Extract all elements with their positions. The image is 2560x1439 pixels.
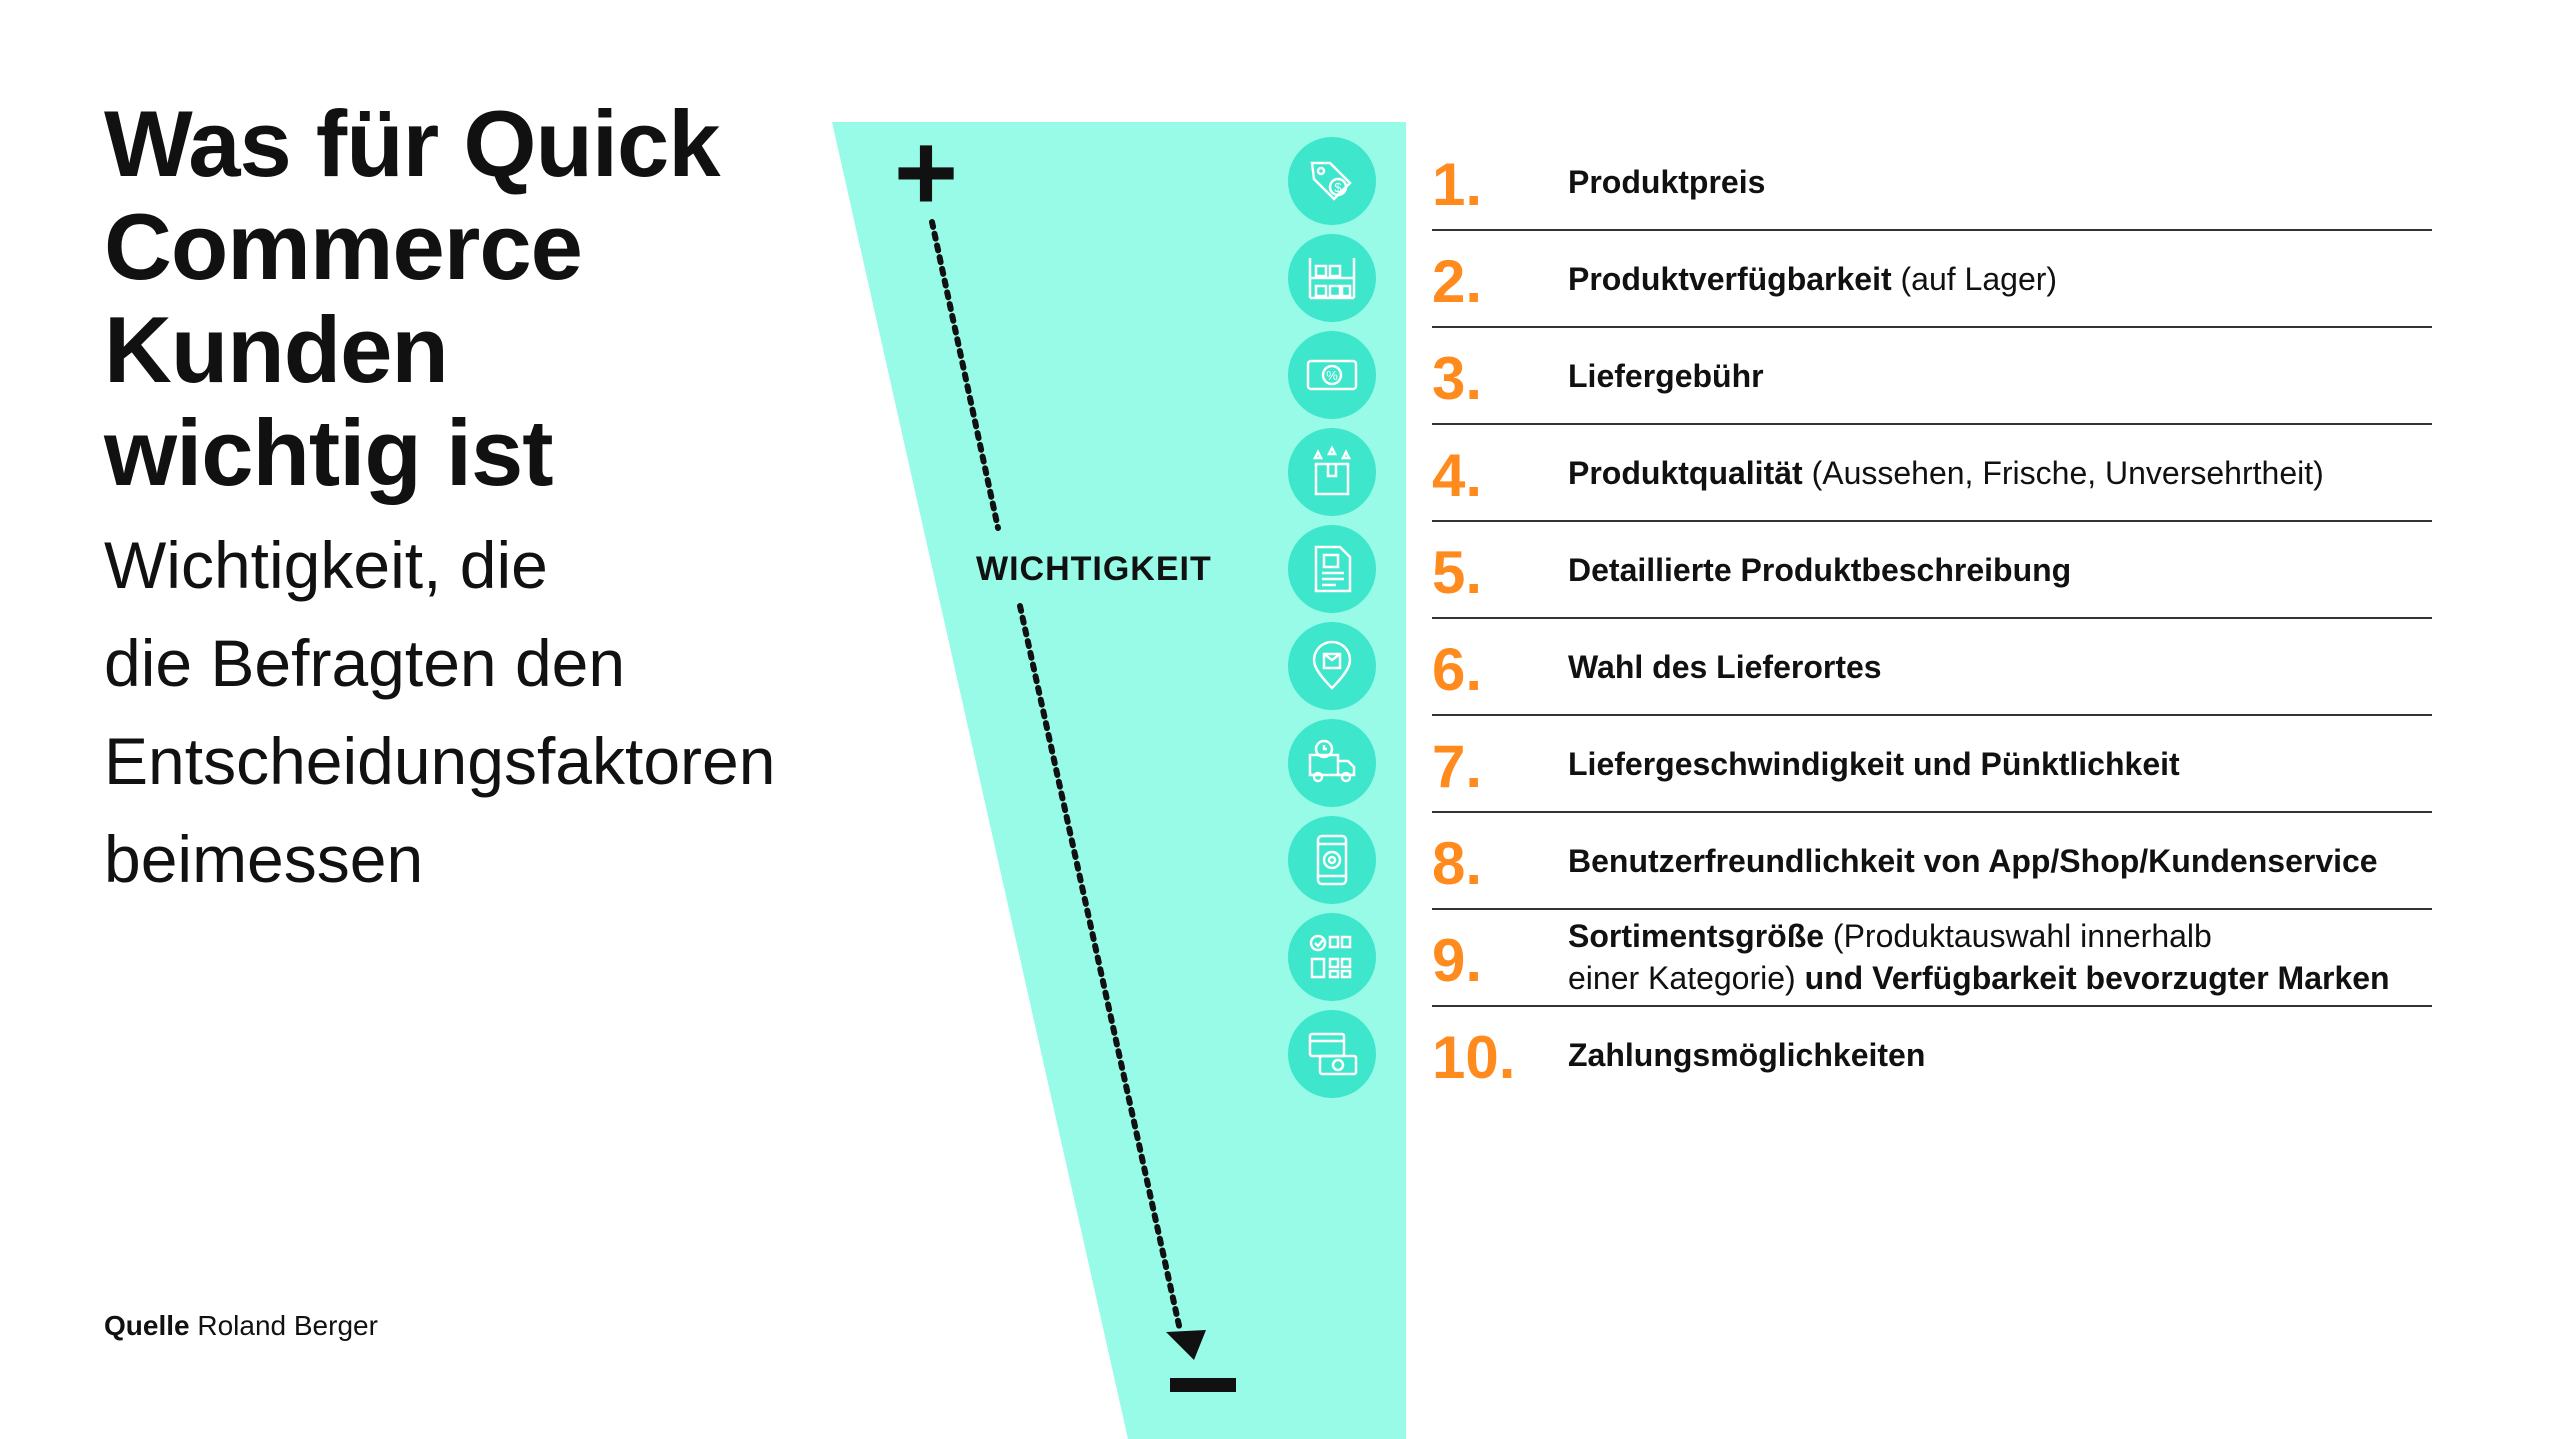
fee-banknote-icon: % (1288, 331, 1376, 419)
payment-card-cash-icon (1288, 1010, 1376, 1098)
factor-bold: Zahlungsmöglichkeiten (1568, 1037, 1926, 1073)
title-line-4: wichtig ist (104, 400, 554, 505)
factor-text: Liefergebühr (1568, 355, 1764, 397)
subtitle-line-2: die Befragten den (104, 626, 626, 700)
factor-row-1: 1. Produktpreis (1432, 132, 2432, 231)
plus-sign: + (894, 111, 958, 234)
factor-text: Liefergeschwindigkeit und Pünktlichkeit (1568, 743, 2180, 785)
quality-box-stars-icon (1288, 428, 1376, 516)
factor-bold: Wahl des Lieferortes (1568, 649, 1882, 685)
warehouse-shelf-icon (1288, 234, 1376, 322)
factor-bold: Liefergebühr (1568, 358, 1764, 394)
subtitle-line-1: Wichtigkeit, die (104, 528, 548, 602)
funnel-shape (832, 122, 1406, 1439)
factor-text: Produktverfügbarkeit (auf Lager) (1568, 258, 2057, 300)
title-line-1: Was für Quick (104, 91, 721, 196)
delivery-location-icon (1288, 622, 1376, 710)
factor-text: Sortimentsgröße (Produktauswahl innerhal… (1568, 915, 2390, 999)
factor-text: Wahl des Lieferortes (1568, 646, 1882, 688)
factor-text: Produktpreis (1568, 161, 1765, 203)
factor-row-7: 7. Liefergeschwindigkeit und Pünktlichke… (1432, 714, 2432, 813)
factor-rank: 4. (1432, 442, 1483, 509)
factor-row-6: 6. Wahl des Lieferortes (1432, 617, 2432, 716)
subtitle-line-3: Entscheidungsfaktoren (104, 724, 776, 798)
factor-normal: (auf Lager) (1891, 261, 2058, 297)
factor-rank: 9. (1432, 927, 1483, 994)
assortment-shelf-icon (1288, 913, 1376, 1001)
svg-text:%: % (1326, 368, 1338, 383)
factor-row-10: 10. Zahlungsmöglichkeiten (1432, 1005, 2432, 1102)
source-label: Quelle (104, 1310, 190, 1341)
factor-row-5: 5. Detaillierte Produktbeschreibung (1432, 520, 2432, 619)
svg-text:$: $ (1334, 180, 1342, 195)
factor-row-2: 2. Produktverfügbarkeit (auf Lager) (1432, 229, 2432, 328)
mobile-app-icon (1288, 816, 1376, 904)
importance-arrow-upper (929, 219, 1001, 531)
factor-bold: Produktqualität (1568, 455, 1803, 491)
factor-bold: Benutzerfreundlichkeit von App/Shop/Kund… (1568, 843, 2378, 879)
subtitle-line-4: beimessen (104, 822, 424, 896)
factor-text: Zahlungsmöglichkeiten (1568, 1034, 1925, 1076)
importance-arrow-lower (1017, 603, 1183, 1333)
subtitle: Wichtigkeit, die die Befragten den Entsc… (104, 516, 904, 908)
factor-text: Produktqualität (Aussehen, Frische, Unve… (1568, 452, 2324, 494)
page-title: Was für Quick Commerce Kunden wichtig is… (104, 92, 824, 504)
factor-row-3: 3. Liefergebühr (1432, 326, 2432, 425)
factor-text: Benutzerfreundlichkeit von App/Shop/Kund… (1568, 840, 2378, 882)
title-line-3: Kunden (104, 297, 449, 402)
factor-normal: (Produktauswahl innerhalb (1824, 918, 2212, 954)
factor-rank: 2. (1432, 248, 1483, 315)
fast-delivery-truck-icon (1288, 719, 1376, 807)
source-value: Roland Berger (197, 1310, 378, 1341)
factor-bold: Sortimentsgröße (1568, 918, 1825, 954)
factor-bold: Produktpreis (1568, 164, 1766, 200)
factor-bold: Produktverfügbarkeit (1568, 261, 1892, 297)
factor-bold: Detaillierte Produktbeschreibung (1568, 552, 2072, 588)
factor-rank: 5. (1432, 539, 1483, 606)
source-note: Quelle Roland Berger (104, 1310, 378, 1342)
importance-label: WICHTIGKEIT (972, 548, 1216, 591)
factor-row-9: 9. Sortimentsgröße (Produktauswahl inner… (1432, 908, 2432, 1007)
factor-row-4: 4. Produktqualität (Aussehen, Frische, U… (1432, 423, 2432, 522)
factor-row-8: 8. Benutzerfreundlichkeit von App/Shop/K… (1432, 811, 2432, 910)
minus-sign (1170, 1378, 1236, 1392)
factor-normal-line2: einer Kategorie) (1568, 960, 1805, 996)
factor-rank: 1. (1432, 151, 1483, 218)
title-line-2: Commerce (104, 194, 583, 299)
factor-rank: 3. (1432, 345, 1483, 412)
factor-rank: 6. (1432, 636, 1483, 703)
factor-text: Detaillierte Produktbeschreibung (1568, 549, 2071, 591)
product-description-doc-icon (1288, 525, 1376, 613)
factor-bold-line2: und Verfügbarkeit bevorzugter Marken (1804, 960, 2390, 996)
factor-bold: Liefergeschwindigkeit und Pünktlichkeit (1568, 746, 2180, 782)
factor-normal: (Aussehen, Frische, Unversehrtheit) (1802, 455, 2324, 491)
factor-rank: 10. (1432, 1024, 1516, 1091)
price-tag-icon: $ (1288, 137, 1376, 225)
factor-rank: 7. (1432, 733, 1483, 800)
arrow-head (1166, 1330, 1206, 1360)
factor-rank: 8. (1432, 830, 1483, 897)
